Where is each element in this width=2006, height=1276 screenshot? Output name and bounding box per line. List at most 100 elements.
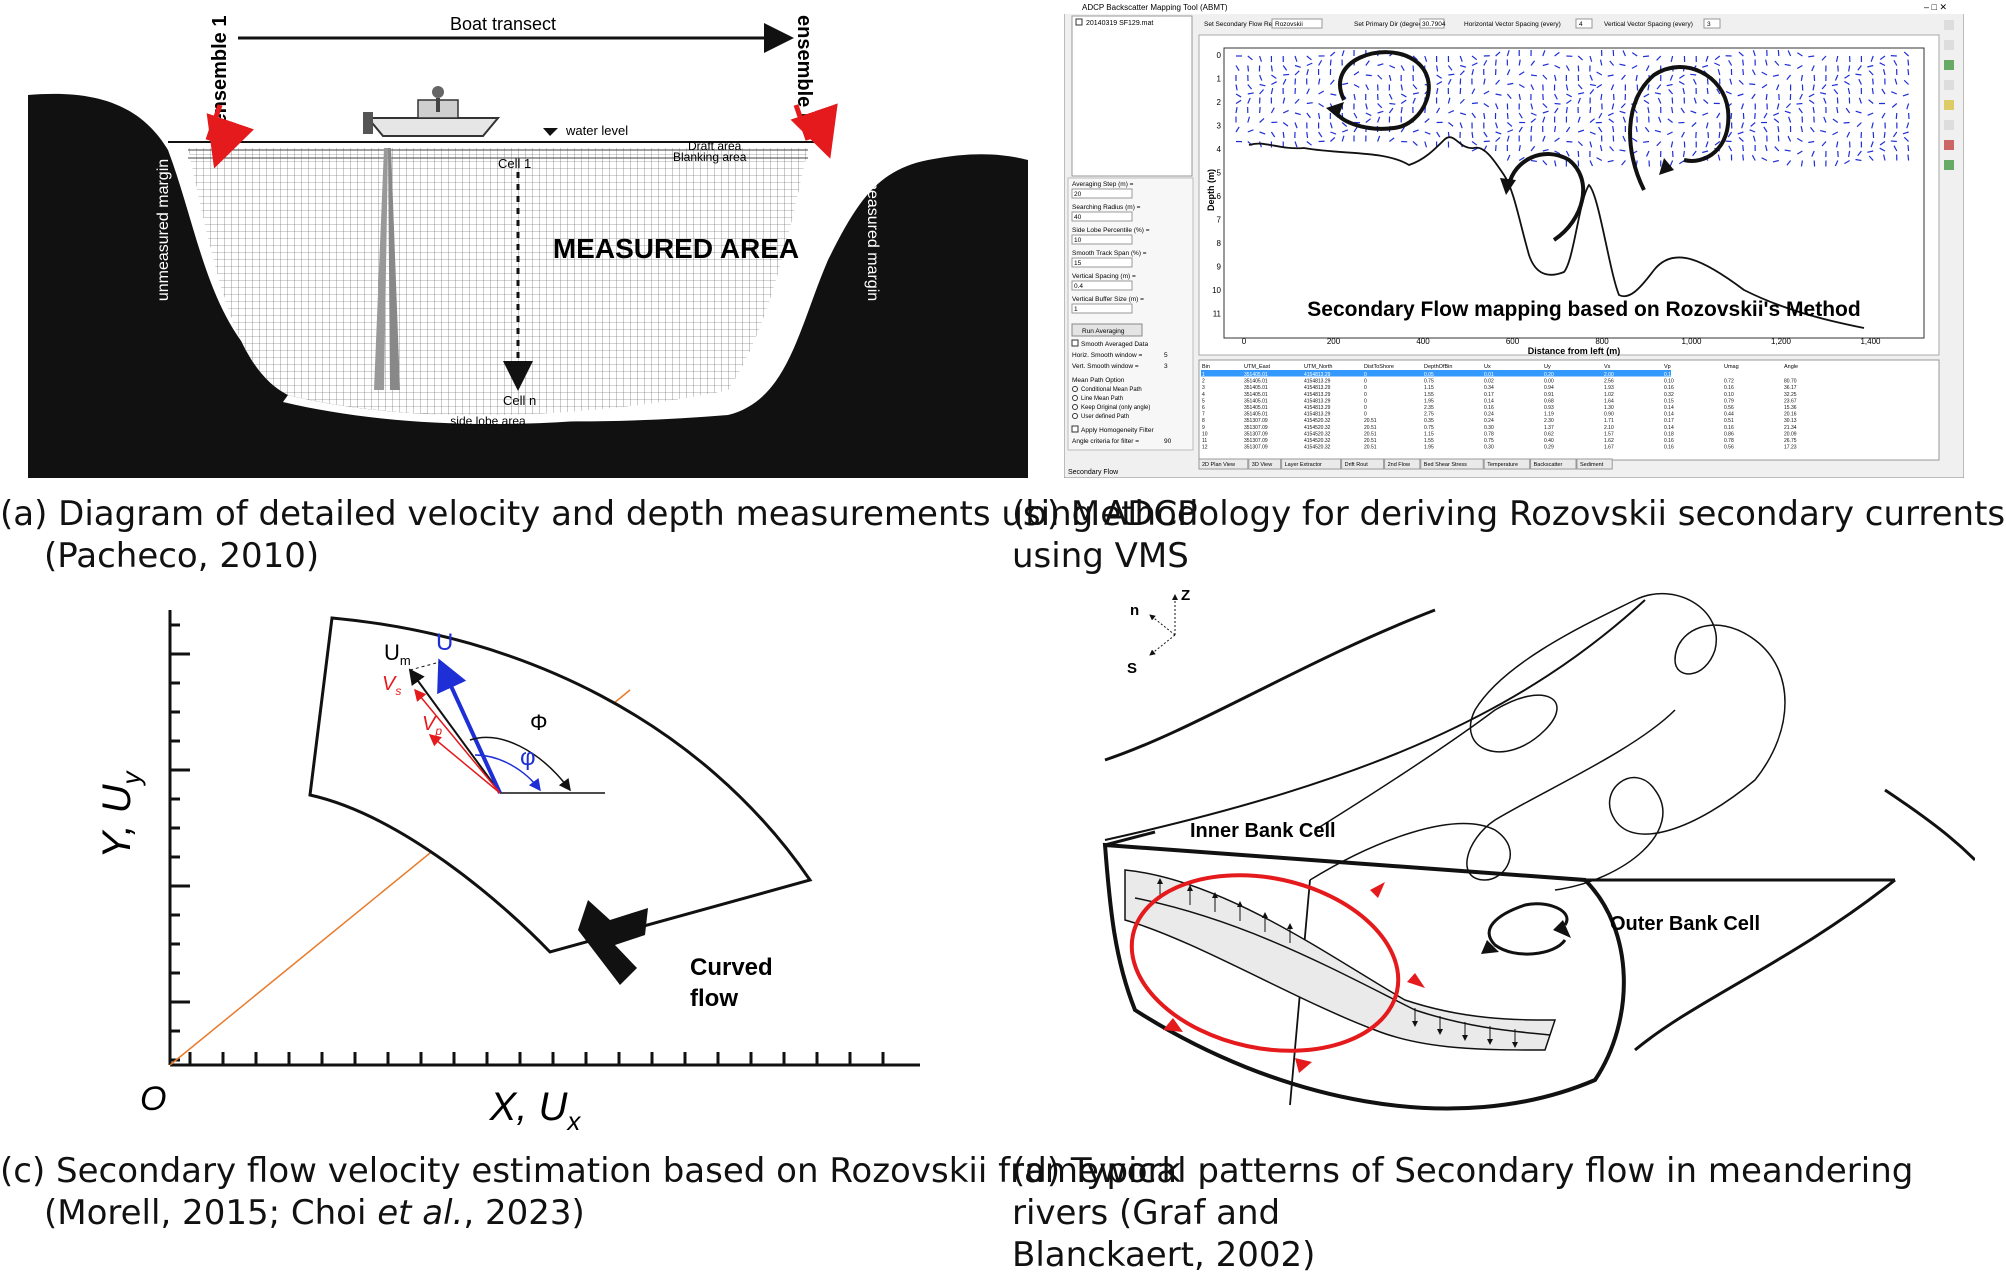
table-cell: 0.17 — [1664, 418, 1674, 424]
table-cell: 1.95 — [1424, 445, 1434, 451]
table-cell: 0 — [1364, 379, 1367, 385]
velocity-vector — [1778, 126, 1779, 132]
table-cell: 0.01 — [1484, 372, 1494, 378]
sidebar-field-input[interactable] — [1072, 304, 1132, 313]
origin-label: O — [140, 1080, 166, 1118]
table-cell: 23.67 — [1784, 398, 1797, 404]
sidebar-field-label: Searching Radius (m) = — [1072, 204, 1141, 211]
table-cell: 2.30 — [1544, 418, 1554, 424]
table-cell: 0.32 — [1664, 392, 1674, 398]
table-cell: 0.75 — [1424, 425, 1434, 431]
x-tick-label: 200 — [1327, 337, 1341, 346]
table-cell: 3 — [1202, 385, 1205, 391]
velocity-vector — [1248, 66, 1249, 72]
table-cell: 2 — [1202, 379, 1205, 385]
table-cell: 20.51 — [1364, 418, 1377, 424]
table-cell: 0.56 — [1724, 445, 1734, 451]
velocity-vector — [1507, 113, 1508, 119]
file-item[interactable]: 20140319 SF129.mat — [1086, 20, 1153, 27]
y-tick-label: 8 — [1217, 239, 1222, 248]
u-label: U — [436, 629, 453, 656]
velocity-vector — [1796, 104, 1802, 105]
y-tick-label: 9 — [1217, 263, 1222, 272]
svg-text:Vertical Vector Spacing (every: Vertical Vector Spacing (every) — [1604, 21, 1693, 28]
svg-text:User defined Path: User defined Path — [1081, 414, 1129, 420]
table-cell: 0.51 — [1724, 418, 1734, 424]
caption-c: (c) Secondary flow velocity estimation b… — [0, 1150, 1181, 1234]
mean-path-radio[interactable] — [1073, 405, 1078, 410]
table-header: Ux — [1484, 364, 1491, 370]
homogeneity-checkbox[interactable] — [1072, 426, 1078, 432]
table-cell: 0 — [1364, 398, 1367, 404]
svg-text:Conditional Mean Path: Conditional Mean Path — [1081, 387, 1142, 393]
velocity-vector — [1307, 132, 1308, 138]
phi-upper-label: Φ — [530, 710, 548, 735]
table-header: DepthOfBin — [1424, 364, 1452, 370]
window-controls[interactable]: – □ ✕ — [1924, 2, 1947, 12]
table-header: Bin — [1202, 364, 1210, 370]
table-cell: 20.16 — [1784, 412, 1797, 418]
velocity-vector — [1884, 132, 1885, 138]
velocity-vector — [1330, 60, 1331, 66]
table-cell: 0.78 — [1484, 431, 1494, 437]
svg-text:30.7904: 30.7904 — [1422, 21, 1446, 28]
mean-path-radio[interactable] — [1073, 396, 1078, 401]
mean-path-radio[interactable] — [1073, 414, 1078, 419]
secondary-flow-plot — [1224, 48, 1924, 338]
x-tick-label: 1,400 — [1860, 337, 1881, 346]
table-cell: 0.75 — [1424, 379, 1434, 385]
velocity-vector — [1707, 79, 1708, 85]
table-cell: 0.86 — [1724, 431, 1734, 437]
run-averaging-label: Run Averaging — [1082, 328, 1125, 335]
svg-text:Apply Homogeneity Filter: Apply Homogeneity Filter — [1081, 427, 1154, 434]
table-cell: 0.20 — [1544, 372, 1554, 378]
table-header: Uy — [1544, 364, 1551, 370]
table-cell: 351405.01 — [1244, 405, 1268, 411]
velocity-vector — [1283, 74, 1289, 75]
svg-text:Horizontal Vector Spacing (eve: Horizontal Vector Spacing (every) — [1464, 21, 1561, 28]
smooth-checkbox[interactable] — [1072, 340, 1078, 346]
x-tick-label: 1,200 — [1771, 337, 1792, 346]
table-cell: 1.57 — [1604, 431, 1614, 437]
table-cell: 0.40 — [1544, 438, 1554, 444]
table-cell: 0.90 — [1604, 412, 1614, 418]
coordinate-axes — [1150, 595, 1175, 655]
velocity-vector — [1413, 66, 1414, 72]
velocity-vector — [1873, 79, 1874, 85]
velocity-vector — [1749, 84, 1755, 85]
table-cell: 2.35 — [1424, 405, 1434, 411]
x-tick-label: 600 — [1506, 337, 1520, 346]
y-tick-label: 7 — [1217, 216, 1222, 225]
y-tick-label: 4 — [1217, 145, 1222, 154]
svg-text:Backscatter: Backscatter — [1534, 462, 1563, 468]
y-axis-label: Depth (m) — [1206, 169, 1216, 211]
velocity-vector — [1555, 104, 1561, 105]
svg-text:Layer Extractor: Layer Extractor — [1285, 462, 1322, 468]
velocity-vector — [1531, 75, 1537, 76]
table-cell: 0.14 — [1664, 405, 1674, 411]
svg-text:Bed Shear Stress: Bed Shear Stress — [1424, 462, 1467, 468]
table-header: DistToShore — [1364, 364, 1394, 370]
status-text: Secondary Flow — [1068, 469, 1119, 476]
table-cell: 0.30 — [1484, 445, 1494, 451]
mean-path-radio[interactable] — [1073, 387, 1078, 392]
table-cell: 0.44 — [1724, 412, 1734, 418]
panel-b-vms-window: ADCP Backscatter Mapping Tool (ABMT) – □… — [1064, 0, 1964, 478]
table-cell: 4154813.29 — [1304, 392, 1331, 398]
table-cell: 15.36 — [1784, 405, 1797, 411]
table-cell: 1.55 — [1424, 392, 1434, 398]
curved-channel-segment — [310, 618, 810, 952]
velocity-vector — [1448, 74, 1454, 75]
table-cell: 4154813.29 — [1304, 412, 1331, 418]
y-tick-label: 11 — [1213, 310, 1222, 319]
sidebar-field-value: 1 — [1074, 306, 1078, 313]
panel-a-adcp-diagram: Boat transect ensemble 1 ensemble n wate… — [28, 0, 1028, 478]
panel-d-meander-secondary-flow: Z n S Inner Bank Cell Outer Bank Cell — [1075, 580, 1975, 1140]
table-cell: 351307.09 — [1244, 445, 1268, 451]
table-cell: 20.51 — [1364, 438, 1377, 444]
y-tick-label: 2 — [1217, 98, 1222, 107]
sidebar-field-value: 15 — [1074, 260, 1082, 267]
plot-title: Secondary Flow mapping based on Rozovski… — [1307, 298, 1860, 321]
table-cell: 1.67 — [1604, 445, 1614, 451]
